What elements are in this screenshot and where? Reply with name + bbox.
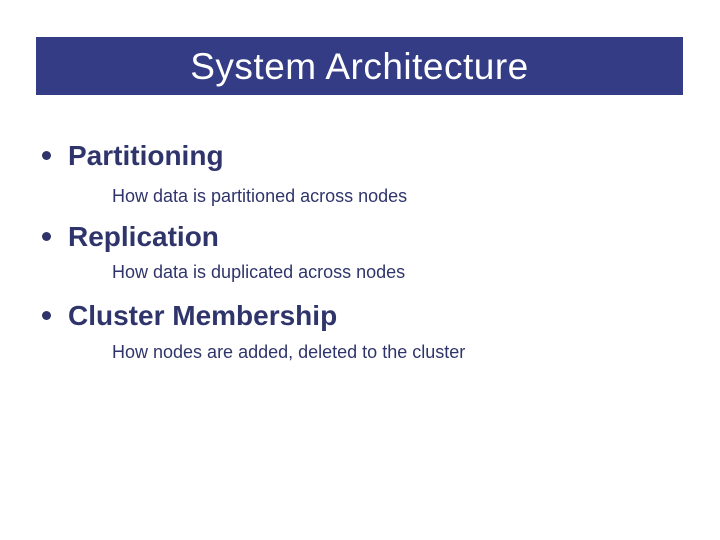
bullet-detail: How nodes are added, deleted to the clus… <box>112 342 466 362</box>
bullet-item-partitioning: Partitioning <box>42 139 224 173</box>
bullet-detail: How data is partitioned across nodes <box>112 186 408 206</box>
bullet-heading: Cluster Membership <box>68 300 338 331</box>
bullet-icon <box>42 311 51 321</box>
bullet-heading: Replication <box>68 221 219 252</box>
bullet-detail: How data is duplicated across nodes <box>112 262 406 282</box>
slide-title: System Architecture <box>190 45 529 87</box>
title-bar: System Architecture <box>36 37 683 95</box>
bullet-item-replication: Replication <box>42 220 219 254</box>
bullet-icon <box>42 151 51 161</box>
bullet-icon <box>42 232 51 242</box>
bullet-item-cluster-membership: Cluster Membership <box>42 299 337 333</box>
bullet-heading: Partitioning <box>68 140 224 171</box>
